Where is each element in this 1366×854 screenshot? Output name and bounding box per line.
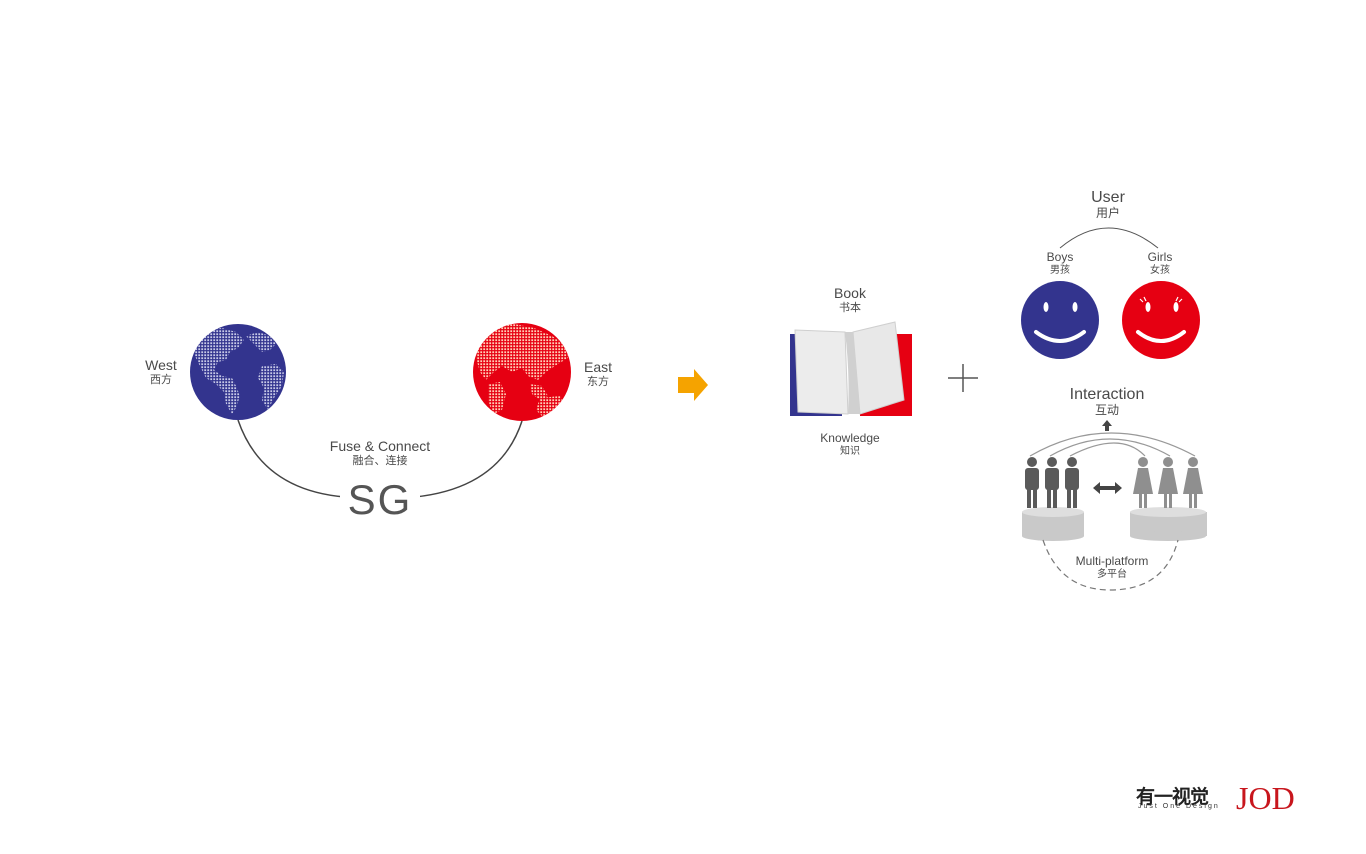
- multiplatform-dashed-arc: [1042, 539, 1179, 591]
- interaction-label: Interaction 互动: [1069, 386, 1145, 417]
- west-label: West 西方: [145, 357, 177, 387]
- boys-platform: [1022, 507, 1084, 541]
- plus-icon: [948, 364, 978, 392]
- arrow-right-icon: [678, 369, 708, 401]
- book-icon: [790, 321, 912, 416]
- boy-smiley-icon: [1021, 281, 1099, 359]
- user-branch-arc: [1059, 227, 1159, 249]
- girl-figures-icon: [1133, 457, 1203, 508]
- fuse-connect-label: Fuse & Connect 融合、连接: [329, 438, 431, 468]
- brand-logo: 有一视觉 Just One Design JOD: [1136, 780, 1306, 822]
- connect-arc: [414, 420, 523, 498]
- brand-tagline: Just One Design: [1138, 803, 1220, 810]
- double-arrow-icon: [1093, 482, 1122, 494]
- girls-platform: [1130, 507, 1207, 541]
- brand-cn: 有一视觉: [1136, 786, 1209, 808]
- girls-label: Girls 女孩: [1147, 250, 1173, 276]
- west-globe-icon: [190, 324, 286, 420]
- brand-jod: JOD: [1236, 780, 1295, 816]
- east-globe-icon: [473, 323, 571, 421]
- user-label: User 用户: [1091, 189, 1125, 220]
- book-label: Book 书本: [834, 285, 866, 315]
- multiplatform-label: Multi-platform 多平台: [1075, 554, 1149, 580]
- connect-arc: [237, 419, 346, 498]
- girl-smiley-icon: [1122, 281, 1200, 359]
- arrow-up-icon: [1102, 420, 1112, 431]
- boys-label: Boys 男孩: [1046, 250, 1074, 276]
- knowledge-label: Knowledge 知识: [820, 431, 880, 457]
- interaction-arcs: [1029, 432, 1196, 457]
- sg-title: SG: [340, 478, 420, 522]
- east-label: East 东方: [583, 359, 612, 389]
- boy-figures-icon: [1025, 457, 1079, 508]
